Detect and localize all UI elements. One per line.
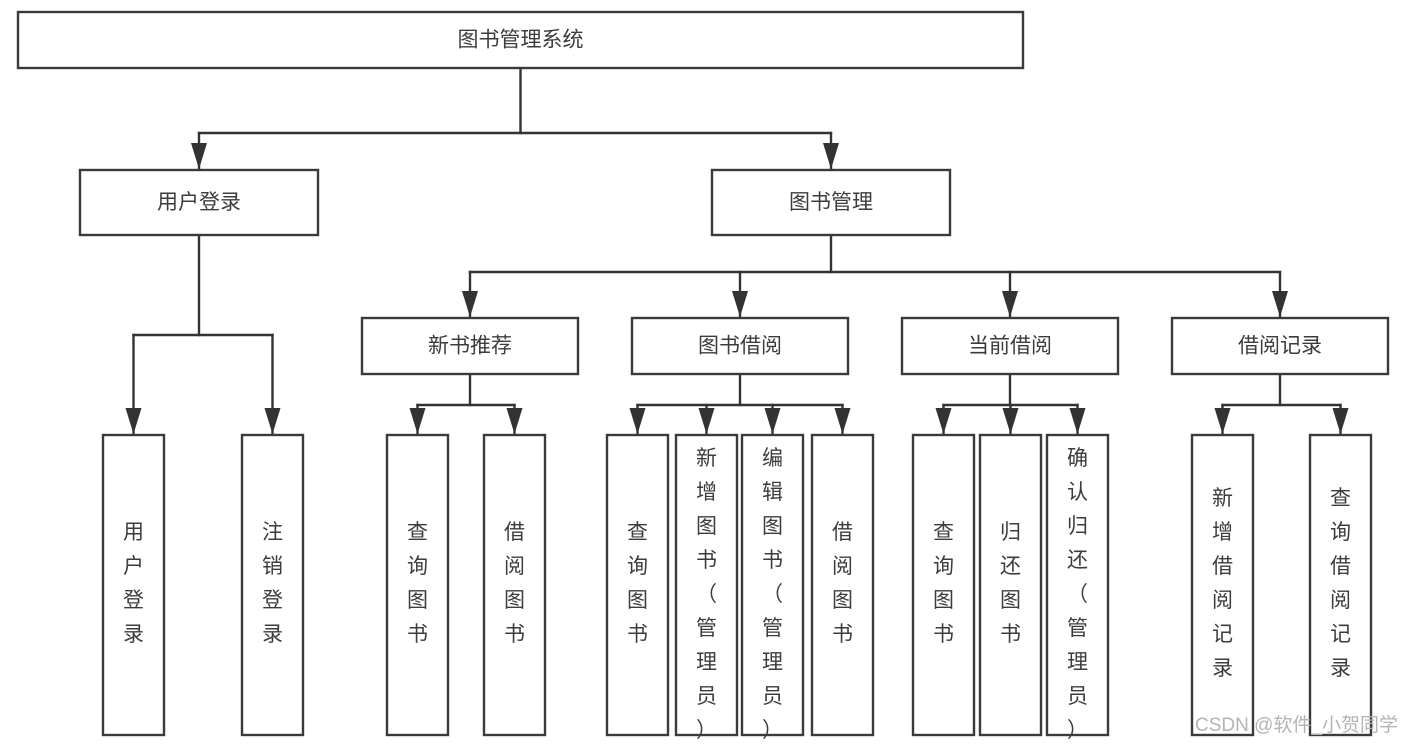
node-box-query-borrow-record[interactable] bbox=[1308, 433, 1373, 737]
book-manage-arrow-3 bbox=[1272, 291, 1288, 317]
node-box-user-login-do[interactable] bbox=[101, 433, 166, 737]
current-borrow-arrow-1 bbox=[1002, 408, 1019, 434]
node-box-query-book-1[interactable] bbox=[385, 433, 450, 737]
node-box-add-borrow-record[interactable] bbox=[1190, 433, 1255, 737]
node-box-user-login[interactable] bbox=[78, 168, 320, 237]
node-label-confirm-return-admin: 确认归还（管理员） bbox=[1067, 447, 1088, 742]
book-manage-arrow-0 bbox=[462, 291, 478, 317]
node-add-book-admin[interactable]: 新增图书（管理员） bbox=[674, 433, 739, 742]
node-box-borrow-record[interactable] bbox=[1170, 316, 1390, 376]
book-borrow-arrow-0 bbox=[629, 408, 646, 434]
node-label-new-book-recommend: 新书推荐 bbox=[428, 335, 512, 358]
node-label-book-borrow: 图书借阅 bbox=[698, 335, 782, 358]
node-label-current-borrow: 当前借阅 bbox=[968, 335, 1052, 358]
node-borrow-book-2[interactable]: 借阅图书 bbox=[810, 433, 875, 737]
node-label-query-book-2: 查询图书 bbox=[627, 521, 648, 646]
node-label-user-logout: 注销登录 bbox=[262, 521, 283, 646]
node-box-root[interactable] bbox=[16, 10, 1025, 70]
node-add-borrow-record[interactable]: 新增借阅记录 bbox=[1190, 433, 1255, 737]
node-new-book-recommend[interactable]: 新书推荐 bbox=[360, 316, 580, 376]
node-query-book-1[interactable]: 查询图书 bbox=[385, 433, 450, 737]
current-borrow-arrow-2 bbox=[1069, 408, 1086, 434]
node-label-return-book: 归还图书 bbox=[1000, 521, 1021, 646]
node-root[interactable]: 图书管理系统 bbox=[16, 10, 1025, 70]
node-label-add-borrow-record: 新增借阅记录 bbox=[1212, 487, 1233, 680]
new-book-recommend-arrow-0 bbox=[409, 408, 426, 434]
book-manage-arrow-1 bbox=[732, 291, 748, 317]
node-book-manage[interactable]: 图书管理 bbox=[710, 168, 952, 237]
csdn-watermark: CSDN @软件_小贺同学 bbox=[1195, 714, 1398, 736]
node-box-borrow-book-1[interactable] bbox=[482, 433, 547, 737]
node-edit-book-admin[interactable]: 编辑图书（管理员） bbox=[740, 433, 805, 742]
current-borrow-arrow-0 bbox=[935, 408, 952, 434]
connector-layer bbox=[125, 66, 1349, 435]
node-label-borrow-book-2: 借阅图书 bbox=[832, 521, 853, 646]
new-book-recommend-arrow-1 bbox=[506, 408, 523, 434]
root-arrow-1 bbox=[823, 143, 839, 169]
node-box-add-book-admin[interactable] bbox=[674, 433, 739, 737]
node-box-edit-book-admin[interactable] bbox=[740, 433, 805, 737]
node-label-query-book-3: 查询图书 bbox=[933, 521, 954, 646]
book-borrow-arrow-1 bbox=[698, 408, 715, 434]
node-borrow-book-1[interactable]: 借阅图书 bbox=[482, 433, 547, 737]
node-box-new-book-recommend[interactable] bbox=[360, 316, 580, 376]
node-label-user-login: 用户登录 bbox=[157, 191, 241, 214]
node-query-book-2[interactable]: 查询图书 bbox=[605, 433, 670, 737]
book-borrow-arrow-3 bbox=[834, 408, 851, 434]
node-query-borrow-record[interactable]: 查询借阅记录 bbox=[1308, 433, 1373, 737]
node-box-user-logout[interactable] bbox=[240, 433, 305, 737]
node-book-borrow[interactable]: 图书借阅 bbox=[630, 316, 850, 376]
node-box-query-book-2[interactable] bbox=[605, 433, 670, 737]
node-user-login-do[interactable]: 用户登录 bbox=[101, 433, 166, 737]
node-box-query-book-3[interactable] bbox=[911, 433, 976, 737]
book-manage-arrow-2 bbox=[1002, 291, 1018, 317]
node-user-login[interactable]: 用户登录 bbox=[78, 168, 320, 237]
node-label-book-manage: 图书管理 bbox=[789, 191, 873, 214]
borrow-record-arrow-0 bbox=[1214, 408, 1231, 434]
node-label-borrow-record: 借阅记录 bbox=[1238, 335, 1322, 358]
node-layer: 图书管理系统用户登录用户登录注销登录图书管理新书推荐查询图书借阅图书图书借阅查询… bbox=[16, 10, 1390, 742]
node-return-book[interactable]: 归还图书 bbox=[978, 433, 1043, 737]
node-label-add-book-admin: 新增图书（管理员） bbox=[696, 447, 717, 742]
node-box-book-borrow[interactable] bbox=[630, 316, 850, 376]
book-borrow-arrow-2 bbox=[764, 408, 781, 434]
node-confirm-return-admin[interactable]: 确认归还（管理员） bbox=[1045, 433, 1110, 742]
borrow-record-arrow-1 bbox=[1332, 408, 1349, 434]
node-current-borrow[interactable]: 当前借阅 bbox=[900, 316, 1120, 376]
node-box-return-book[interactable] bbox=[978, 433, 1043, 737]
node-label-user-login-do: 用户登录 bbox=[123, 521, 144, 646]
node-box-current-borrow[interactable] bbox=[900, 316, 1120, 376]
node-box-book-manage[interactable] bbox=[710, 168, 952, 237]
node-label-root: 图书管理系统 bbox=[458, 29, 584, 52]
root-arrow-0 bbox=[191, 143, 207, 169]
node-label-edit-book-admin: 编辑图书（管理员） bbox=[762, 447, 783, 742]
node-label-query-book-1: 查询图书 bbox=[407, 521, 428, 646]
node-label-query-borrow-record: 查询借阅记录 bbox=[1330, 487, 1351, 680]
node-query-book-3[interactable]: 查询图书 bbox=[911, 433, 976, 737]
user-login-arrow-0 bbox=[125, 408, 142, 434]
user-login-arrow-1 bbox=[264, 408, 281, 434]
node-user-logout[interactable]: 注销登录 bbox=[240, 433, 305, 737]
node-label-borrow-book-1: 借阅图书 bbox=[504, 521, 525, 646]
node-box-confirm-return-admin[interactable] bbox=[1045, 433, 1110, 737]
node-borrow-record[interactable]: 借阅记录 bbox=[1170, 316, 1390, 376]
node-box-borrow-book-2[interactable] bbox=[810, 433, 875, 737]
